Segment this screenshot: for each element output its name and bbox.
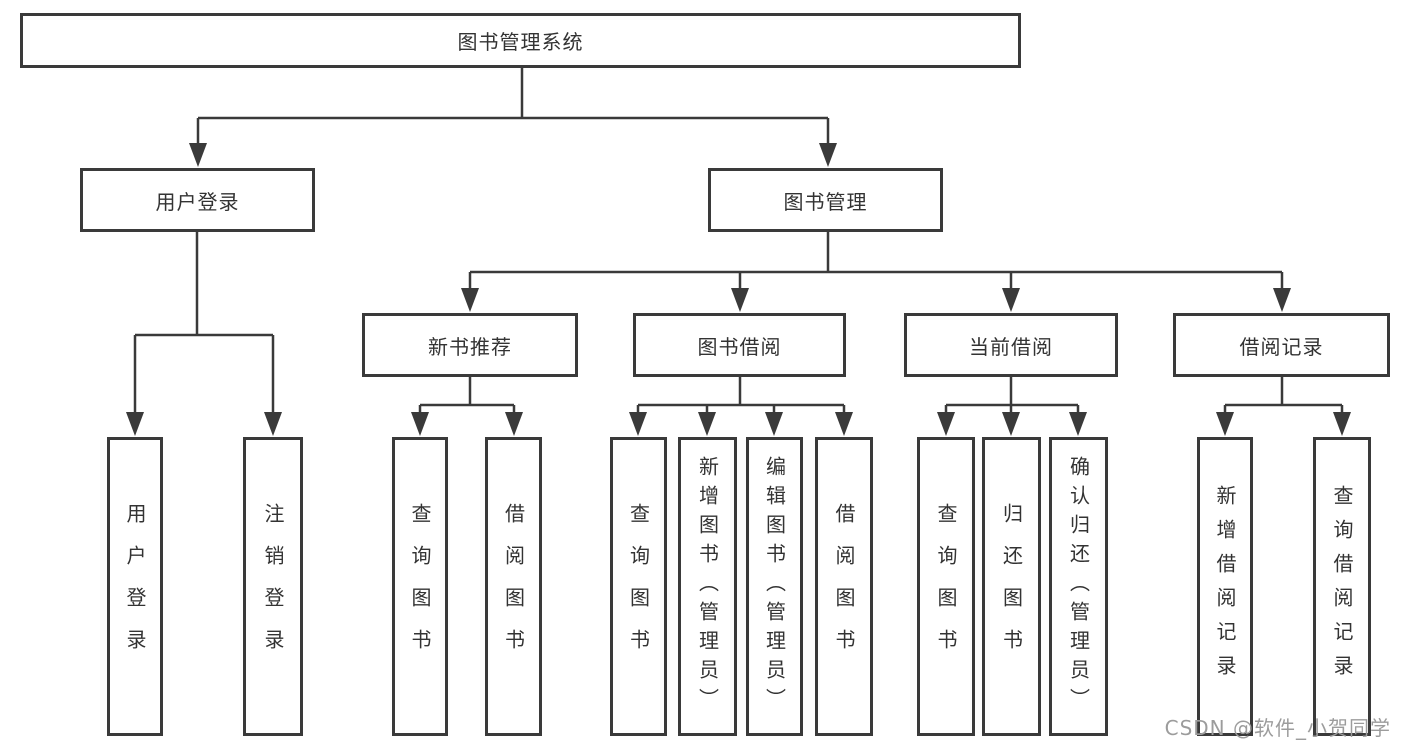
leaf-bb-borrow-books: 借阅图书 — [815, 437, 873, 736]
node-current-borrow: 当前借阅 — [904, 313, 1118, 377]
leaf-bb-add-books-admin: 新增图书（管理员） — [678, 437, 737, 736]
leaf-cb-confirm-return-admin: 确认归还（管理员） — [1049, 437, 1108, 736]
node-borrow-records: 借阅记录 — [1173, 313, 1390, 377]
node-book-management: 图书管理 — [708, 168, 943, 232]
node-user-login: 用户登录 — [80, 168, 315, 232]
leaf-user-login: 用户登录 — [107, 437, 163, 736]
leaf-br-query-record: 查询借阅记录 — [1313, 437, 1371, 736]
leaf-nbr-borrow-books: 借阅图书 — [485, 437, 542, 736]
leaf-cb-return-books: 归还图书 — [982, 437, 1041, 736]
csdn-watermark: CSDN @软件_小贺同学 — [1164, 716, 1391, 740]
arrowheads — [126, 143, 1351, 436]
node-book-borrow: 图书借阅 — [633, 313, 846, 377]
node-new-book-recommend: 新书推荐 — [362, 313, 578, 377]
leaf-br-add-record: 新增借阅记录 — [1197, 437, 1253, 736]
leaf-bb-edit-books-admin: 编辑图书（管理员） — [746, 437, 803, 736]
node-root-library-system: 图书管理系统 — [20, 13, 1021, 68]
leaf-logout: 注销登录 — [243, 437, 303, 736]
leaf-nbr-query-books: 查询图书 — [392, 437, 448, 736]
leaf-cb-query-books: 查询图书 — [917, 437, 975, 736]
leaf-bb-query-books: 查询图书 — [610, 437, 667, 736]
